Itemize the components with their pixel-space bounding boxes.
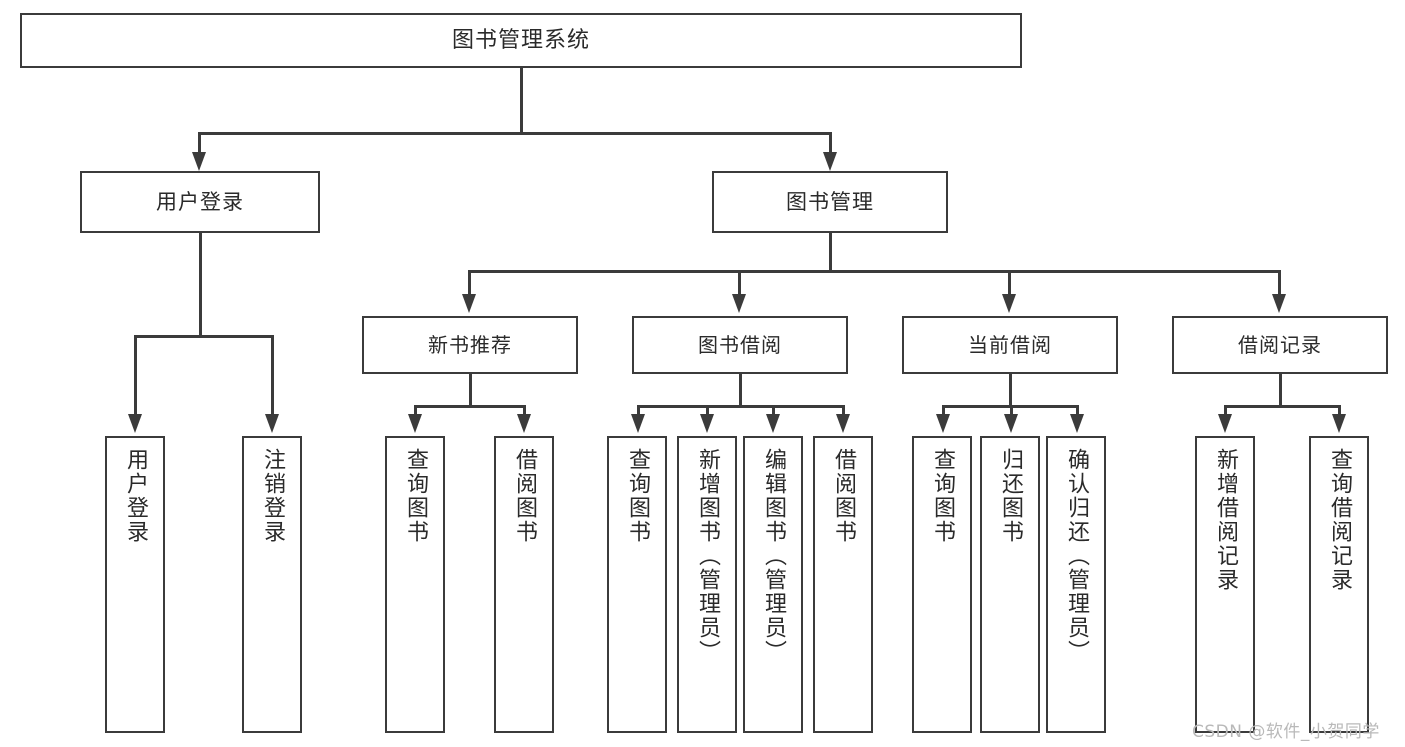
- arrow-to-leaf-confirm-return: [1070, 414, 1084, 433]
- node-label: 查询图书: [625, 448, 650, 544]
- leaf-borrow-book-recommend[interactable]: 借阅图书: [494, 436, 554, 733]
- node-label: 新增借阅记录: [1213, 448, 1238, 592]
- node-new-book-recommend[interactable]: 新书推荐: [362, 316, 578, 374]
- arrow-to-leaf-query-book-2: [631, 414, 645, 433]
- edge-new-book-recommend-stem: [469, 374, 472, 407]
- arrow-to-leaf-logout: [265, 414, 279, 433]
- node-current-borrow[interactable]: 当前借阅: [902, 316, 1118, 374]
- arrow-to-new-book-recommend: [462, 294, 476, 313]
- arrow-to-leaf-borrow-book-2: [836, 414, 850, 433]
- leaf-add-borrow-record[interactable]: 新增借阅记录: [1195, 436, 1255, 733]
- edge-borrow-record-drop-1: [1224, 405, 1227, 417]
- node-borrow-record[interactable]: 借阅记录: [1172, 316, 1388, 374]
- arrow-to-user-login: [192, 152, 206, 171]
- arrow-to-leaf-return-book: [1004, 414, 1018, 433]
- leaf-confirm-return-admin[interactable]: 确认归还（管理员）: [1046, 436, 1106, 733]
- edge-level2-bus: [468, 270, 1280, 273]
- leaf-user-login[interactable]: 用户登录: [105, 436, 165, 733]
- edge-borrow-record-stem: [1279, 374, 1282, 407]
- node-label: 用户登录: [156, 189, 244, 214]
- edge-new-book-recommend-drop-1: [414, 405, 417, 417]
- node-label: 编辑图书（管理员）: [761, 448, 786, 664]
- edge-book-borrow-bus: [637, 405, 844, 408]
- edge-book-borrow-drop-2: [706, 405, 709, 417]
- edge-current-borrow-drop-3: [1076, 405, 1079, 417]
- arrow-to-leaf-query-book-1: [408, 414, 422, 433]
- arrow-to-book-management: [823, 152, 837, 171]
- edge-level1-drop-left: [198, 132, 201, 158]
- edge-current-borrow-drop-1: [942, 405, 945, 417]
- edge-level2-drop-4: [1278, 270, 1281, 298]
- edge-new-book-recommend-drop-2: [523, 405, 526, 417]
- edge-user-login-stem: [199, 233, 202, 337]
- edge-book-borrow-drop-3: [772, 405, 775, 417]
- edge-new-book-recommend-bus: [414, 405, 525, 408]
- edge-borrow-record-drop-2: [1338, 405, 1341, 417]
- node-label: 借阅图书: [831, 448, 856, 544]
- leaf-borrow-book-borrow[interactable]: 借阅图书: [813, 436, 873, 733]
- leaf-edit-book-admin[interactable]: 编辑图书（管理员）: [743, 436, 803, 733]
- edge-level2-drop-3: [1008, 270, 1011, 298]
- edge-current-borrow-drop-2: [1010, 405, 1013, 417]
- leaf-query-book-current[interactable]: 查询图书: [912, 436, 972, 733]
- node-book-management[interactable]: 图书管理: [712, 171, 948, 233]
- arrow-to-leaf-borrow-book-1: [517, 414, 531, 433]
- leaf-query-borrow-record[interactable]: 查询借阅记录: [1309, 436, 1369, 733]
- edge-current-borrow-stem: [1009, 374, 1012, 407]
- edge-book-borrow-stem: [739, 374, 742, 407]
- node-label: 当前借阅: [968, 332, 1052, 357]
- node-label: 注销登录: [260, 448, 285, 544]
- edge-user-login-bus: [134, 335, 273, 338]
- arrow-to-leaf-add-borrow-record: [1218, 414, 1232, 433]
- arrow-to-current-borrow: [1002, 294, 1016, 313]
- node-book-borrow[interactable]: 图书借阅: [632, 316, 848, 374]
- node-label: 查询图书: [930, 448, 955, 544]
- leaf-return-book[interactable]: 归还图书: [980, 436, 1040, 733]
- node-label: 用户登录: [123, 448, 148, 544]
- arrow-to-book-borrow: [732, 294, 746, 313]
- node-user-login[interactable]: 用户登录: [80, 171, 320, 233]
- csdn-watermark: CSDN @软件_小贺同学: [1192, 722, 1380, 742]
- arrow-to-borrow-record: [1272, 294, 1286, 313]
- node-root-book-management-system[interactable]: 图书管理系统: [20, 13, 1022, 68]
- arrow-to-leaf-query-book-3: [936, 414, 950, 433]
- node-label: 新书推荐: [428, 332, 512, 357]
- edge-book-borrow-drop-1: [637, 405, 640, 417]
- leaf-add-book-admin[interactable]: 新增图书（管理员）: [677, 436, 737, 733]
- node-label: 图书借阅: [698, 332, 782, 357]
- edge-user-login-drop-2: [271, 335, 274, 417]
- arrow-to-leaf-user-login: [128, 414, 142, 433]
- leaf-query-book-borrow[interactable]: 查询图书: [607, 436, 667, 733]
- arrow-to-leaf-edit-book: [766, 414, 780, 433]
- node-label: 新增图书（管理员）: [695, 448, 720, 664]
- edge-borrow-record-bus: [1224, 405, 1340, 408]
- node-label: 借阅记录: [1238, 332, 1322, 357]
- edge-root-stem: [520, 68, 523, 134]
- node-label: 确认归还（管理员）: [1064, 448, 1089, 664]
- edge-user-login-drop-1: [134, 335, 137, 417]
- node-label: 图书管理: [786, 189, 874, 214]
- edge-level2-drop-1: [468, 270, 471, 298]
- node-label: 图书管理系统: [451, 27, 590, 53]
- leaf-query-book-recommend[interactable]: 查询图书: [385, 436, 445, 733]
- leaf-logout[interactable]: 注销登录: [242, 436, 302, 733]
- node-label: 归还图书: [998, 448, 1023, 544]
- node-label: 查询图书: [403, 448, 428, 544]
- edge-level1-drop-right: [829, 132, 832, 158]
- arrow-to-leaf-add-book: [700, 414, 714, 433]
- edge-level2-drop-2: [738, 270, 741, 298]
- node-label: 查询借阅记录: [1327, 448, 1352, 592]
- edge-level1-bus: [198, 132, 831, 135]
- edge-book-management-stem: [829, 233, 832, 272]
- edge-book-borrow-drop-4: [842, 405, 845, 417]
- node-label: 借阅图书: [512, 448, 537, 544]
- arrow-to-leaf-query-borrow-record: [1332, 414, 1346, 433]
